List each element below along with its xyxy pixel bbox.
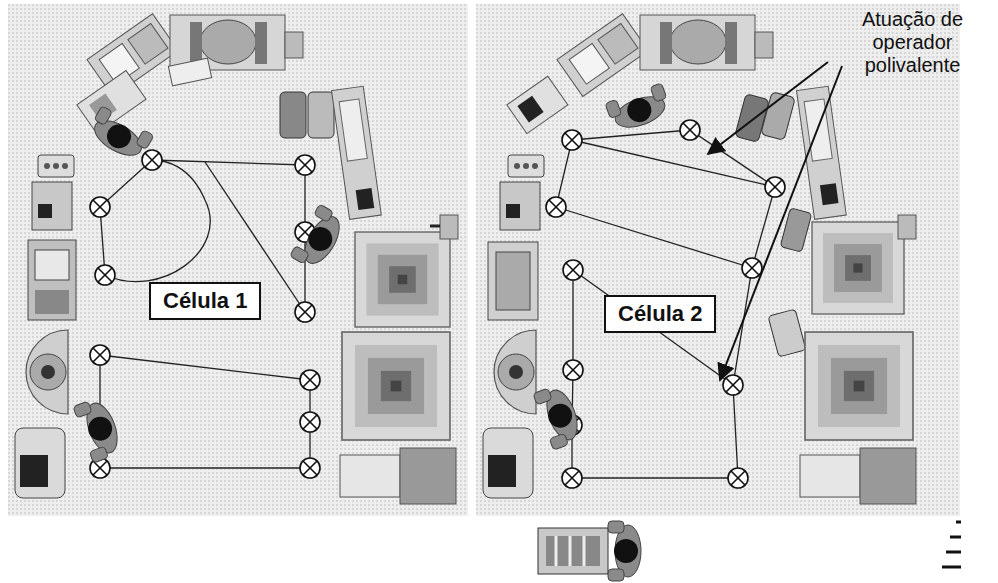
cell-label-box: Célula 2	[604, 295, 716, 333]
callout-note: Atuação de operador polivalente	[830, 8, 995, 77]
cell-name: Célula 1	[163, 287, 247, 315]
cell-label-box: Célula 1	[149, 282, 261, 320]
cell-name: Célula 2	[618, 300, 702, 328]
